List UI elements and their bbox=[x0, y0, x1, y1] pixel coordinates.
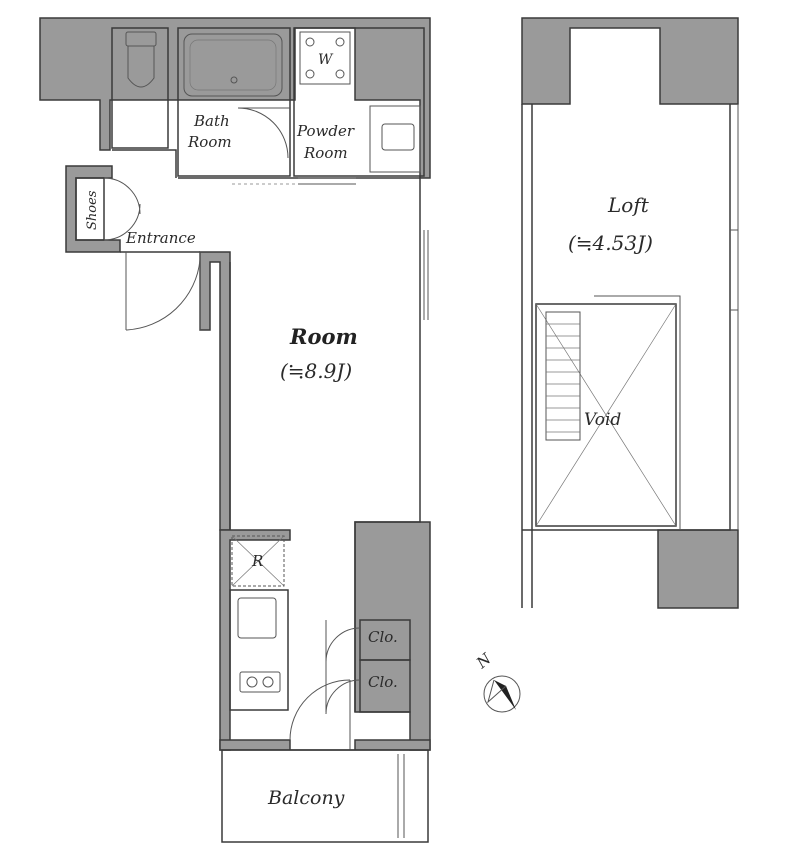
fridge-label: R bbox=[251, 552, 263, 570]
bathtub-icon bbox=[183, 33, 283, 97]
bath-label-line1: Bath bbox=[193, 112, 230, 130]
right-window-line bbox=[423, 230, 429, 320]
loft-floor bbox=[521, 17, 739, 609]
stove-icon bbox=[239, 671, 281, 693]
shoe-cabinet bbox=[75, 177, 105, 241]
compass-n-label: N bbox=[472, 649, 495, 672]
balcony-rail bbox=[397, 754, 405, 838]
entrance-door-swing bbox=[125, 252, 201, 331]
wall-bottom bbox=[219, 739, 431, 751]
shoes-label: Shoes bbox=[85, 190, 100, 230]
main-floor bbox=[39, 17, 431, 843]
loft-outline bbox=[521, 104, 731, 608]
balcony-label: Balcony bbox=[267, 787, 345, 809]
wall-entrance-lower bbox=[199, 251, 231, 531]
closet-doors bbox=[325, 620, 361, 715]
balcony-door-swing bbox=[289, 679, 351, 751]
shoe-cabinet-door bbox=[103, 177, 141, 241]
powder-door bbox=[298, 177, 356, 185]
bath-room bbox=[177, 27, 291, 177]
powder-room bbox=[293, 27, 425, 177]
loft-size-label: (≒4.53J) bbox=[568, 231, 653, 255]
balcony-area bbox=[221, 749, 429, 843]
powder-label-line2: Room bbox=[303, 144, 348, 162]
room-size-label: (≒8.9J) bbox=[280, 359, 352, 383]
washer-label: W bbox=[318, 52, 334, 68]
kitchen-counter bbox=[229, 589, 289, 711]
bath-label-line2: Room bbox=[187, 133, 232, 151]
closet-2-label: Clo. bbox=[368, 673, 398, 691]
kitchen-sink bbox=[237, 597, 277, 639]
wall-top-left bbox=[39, 17, 431, 179]
bath-door-swing bbox=[237, 107, 290, 159]
stairs-icon bbox=[545, 311, 581, 441]
entrance-label: Entrance bbox=[125, 229, 196, 247]
void-label: Void bbox=[584, 410, 621, 430]
room-title-label: Room bbox=[289, 324, 358, 349]
loft-right-line bbox=[730, 104, 739, 530]
closet-2-box bbox=[359, 659, 411, 713]
loft-wall-top bbox=[521, 17, 739, 105]
loft-title-label: Loft bbox=[607, 193, 650, 217]
void-area bbox=[535, 295, 681, 530]
compass-icon bbox=[483, 675, 521, 713]
toilet-icon bbox=[125, 31, 157, 88]
loft-wall-bottom bbox=[657, 529, 739, 609]
sink-icon bbox=[369, 105, 421, 173]
entrance-outline bbox=[112, 149, 200, 253]
powder-label-line1: Powder bbox=[296, 122, 355, 140]
washer-box bbox=[299, 31, 351, 85]
fridge-box bbox=[231, 535, 285, 587]
closet-1-label: Clo. bbox=[368, 628, 398, 646]
toilet-room bbox=[111, 27, 169, 149]
